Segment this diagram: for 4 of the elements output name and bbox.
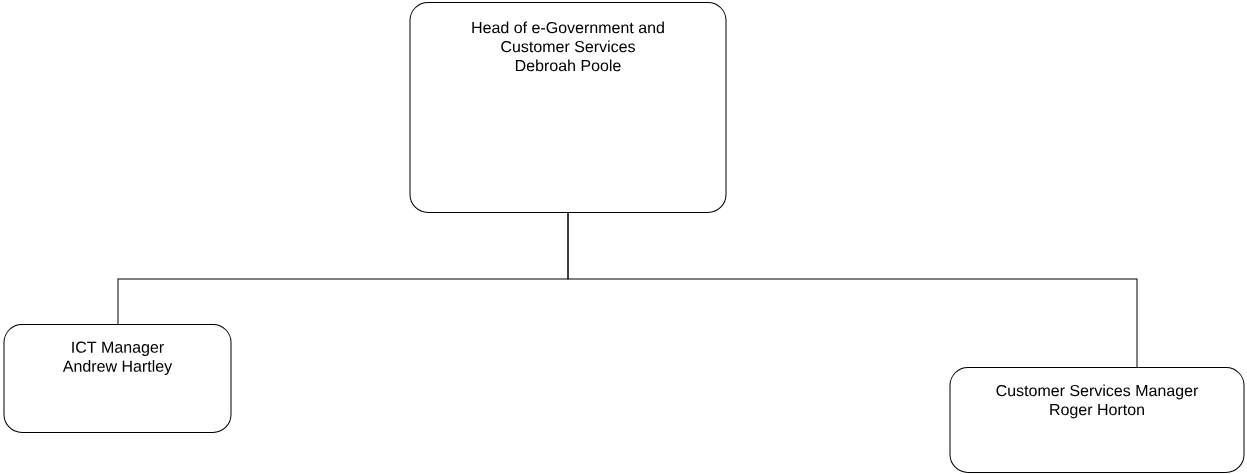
org-box: ICT Manager Andrew Hartley [3,324,232,433]
org-box: Head of e-Government and Customer Services Debroah Poole [409,2,727,213]
org-box: Customer Services Manager Roger Horton [949,367,1245,473]
connector-line [567,212,1138,368]
